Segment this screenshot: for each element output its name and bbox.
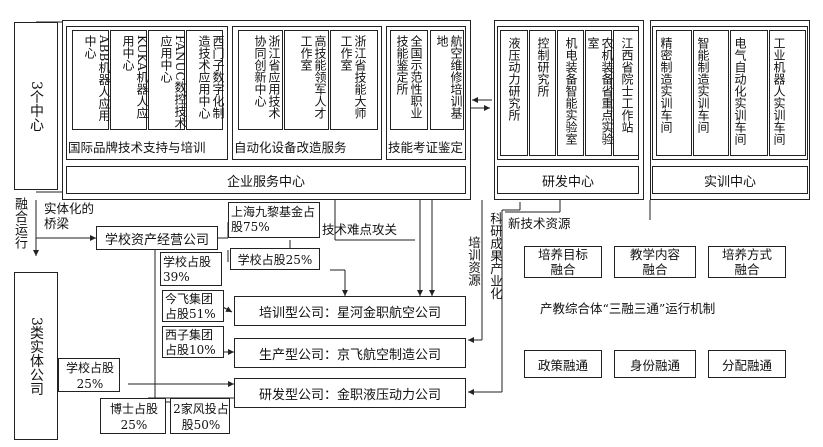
- training-company-box: 培训型公司：星河金职航空公司: [234, 296, 466, 326]
- intl-item-4: 西门子数字化制造技术应用中心: [186, 30, 225, 130]
- rd-company-box: 研发型公司：金职液压动力公司: [234, 378, 466, 408]
- training-item-4: 工业机器人实训车间: [769, 30, 806, 156]
- xizi-share-box: 西子集团占股10%: [162, 326, 224, 358]
- three-centers-label: 3个中心: [28, 80, 44, 132]
- rd-item-2: 控制研究所: [529, 30, 556, 156]
- auto-item-1: 浙江省应用技术协同创新中心: [238, 30, 283, 130]
- rd-item-1: 液压动力研究所: [500, 30, 528, 156]
- skill-item-2: 航空维修培训基地: [430, 30, 464, 130]
- auto-caption: 自动化设备改造服务: [234, 140, 347, 155]
- school-share-25-box: 学校占股25%: [230, 248, 320, 270]
- intl-caption: 国际品牌技术支持与培训: [68, 140, 206, 155]
- mech-row2-item-1: 政策融通: [524, 350, 602, 378]
- auto-item-2: 高技能领军人才工作室: [284, 30, 329, 130]
- fusion-label: 融合运行: [12, 197, 27, 249]
- bridge-label: 实体化的桥梁: [44, 201, 95, 231]
- vc-share-box: 2家风投占股50%: [170, 398, 230, 434]
- rd-center-bar: 研发中心: [497, 166, 639, 194]
- mechanism-title: 产教综合体“三融三通”运行机制: [540, 301, 716, 316]
- research-industrial-label: 科研成果产业化: [488, 212, 503, 300]
- three-centers-box: 3个中心: [14, 22, 58, 190]
- rd-item-4: 农机装备省重点实验室: [585, 30, 614, 156]
- school-share-39-box: 学校占股39%: [160, 252, 222, 286]
- tech-problem-label: 技术难点攻关: [322, 222, 398, 237]
- mech-row1-item-2: 教学内容融合: [614, 246, 696, 278]
- jinfei-share-box: 今飞集团占股51%: [162, 290, 224, 322]
- three-entities-label: 3类实体公司: [28, 316, 44, 396]
- school-share-rd-box: 学校占股25%: [58, 358, 120, 392]
- training-center-bar: 实训中心: [652, 166, 808, 194]
- training-resource-label: 培训资源: [466, 236, 481, 286]
- training-item-2: 智能制造实训车间: [693, 30, 729, 156]
- mech-row2-item-2: 身份融通: [614, 350, 696, 378]
- new-tech-label: 新技术资源: [508, 216, 571, 231]
- training-item-3: 电气自动化实训车间: [730, 30, 768, 156]
- rd-item-5: 江西省院士工作站: [613, 30, 639, 156]
- intl-item-2: KUKA机器人应用中心: [110, 30, 149, 130]
- auto-item-3: 浙江省技能大师工作室: [330, 30, 378, 130]
- three-entities-box: 3类实体公司: [14, 272, 58, 440]
- enterprise-center-bar: 企业服务中心: [66, 166, 466, 194]
- mech-row1-item-1: 培养目标融合: [524, 246, 602, 278]
- intl-item-3: FANUC数控技术应用中心: [148, 30, 187, 130]
- skill-caption: 技能考证鉴定: [388, 140, 464, 155]
- mech-row2-item-3: 分配融通: [708, 350, 786, 378]
- mech-row1-item-3: 培养方式融合: [708, 246, 786, 278]
- rd-item-3: 机电装备智能实验室: [557, 30, 584, 156]
- production-company-box: 生产型公司：京飞航空制造公司: [234, 338, 466, 368]
- intl-item-1: ABB机器人应用中心: [72, 30, 111, 130]
- asset-company-box: 学校资产经营公司: [96, 226, 218, 250]
- skill-item-1: 全国示范性职业技能鉴定所: [390, 30, 428, 130]
- doctor-share-box: 博士占股25%: [100, 398, 166, 434]
- training-item-1: 精密制造实训车间: [656, 30, 692, 156]
- shanghai-share-box: 上海九黎基金占股75%: [228, 202, 320, 238]
